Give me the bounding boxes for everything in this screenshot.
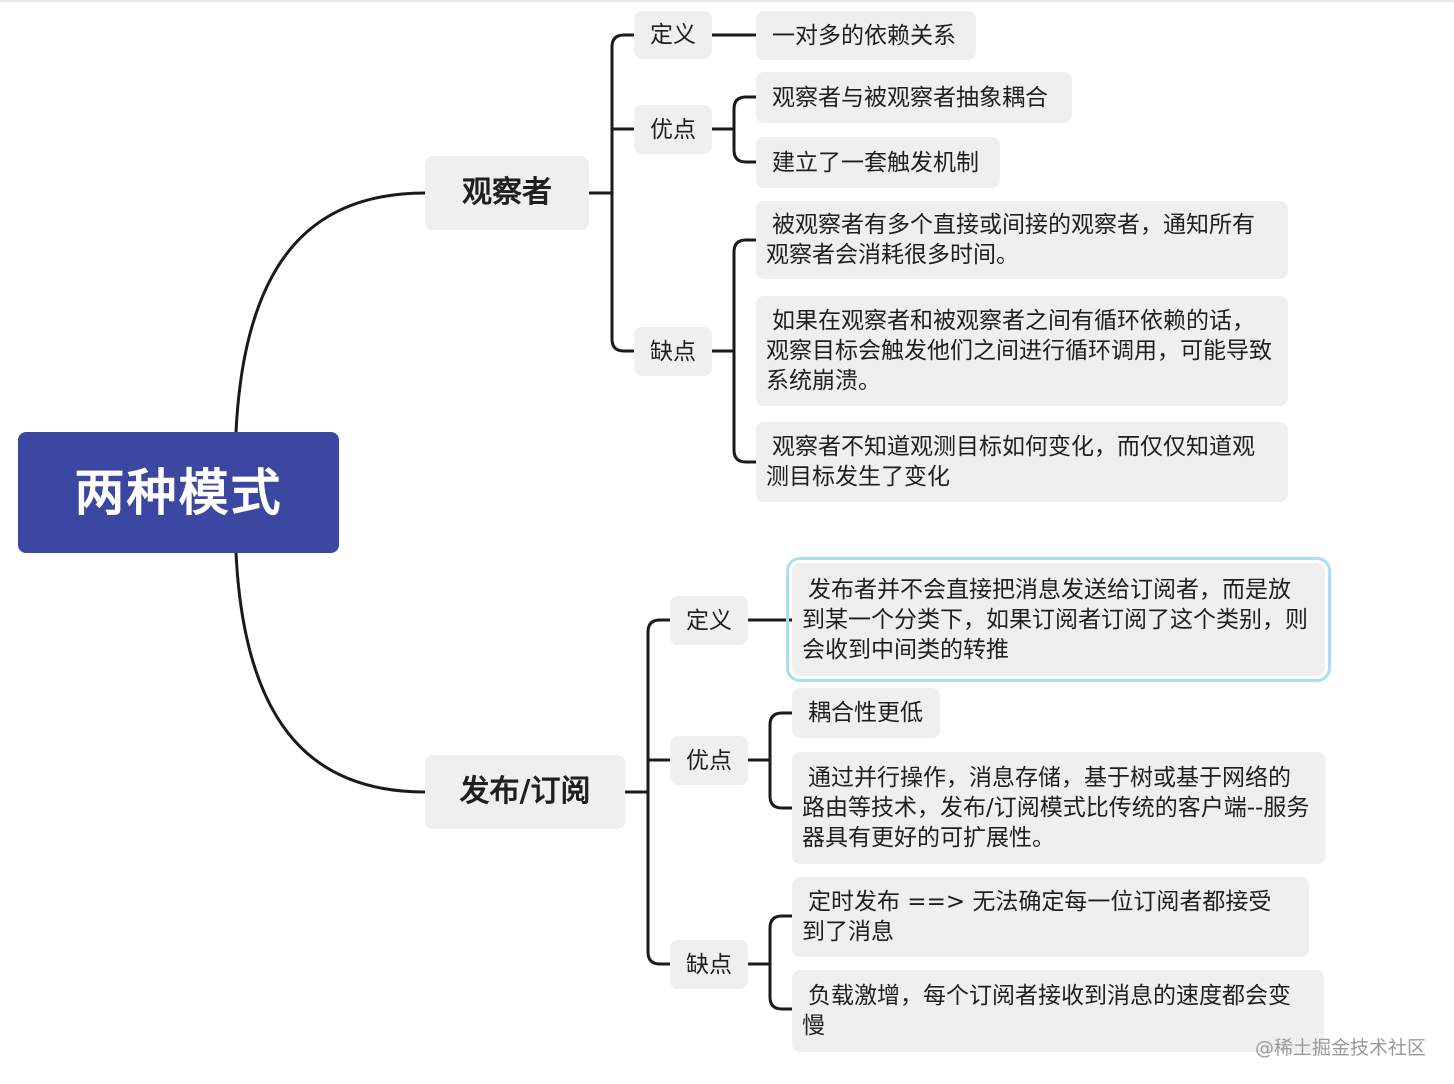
link-pub-pros-bracket (768, 711, 794, 810)
pubsub-definition-leaf[interactable]: 发布者并不会直接把消息发送给订阅者，而是放到某一个分类下，如果订阅者订阅了这个类… (786, 557, 1331, 682)
pubsub-cons-text-2: 负载激增，每个订阅者接收到消息的速度都会变慢 (802, 983, 1291, 1039)
pubsub-cons-label: 缺点 (686, 951, 732, 978)
observer-cons-leaf-1[interactable]: 被观察者有多个直接或间接的观察者，通知所有观察者会消耗很多时间。 (756, 201, 1288, 279)
observer-definition-node[interactable]: 定义 (634, 11, 712, 59)
observer-pros-text-2: 建立了一套触发机制 (772, 149, 979, 176)
observer-pros-text-1: 观察者与被观察者抽象耦合 (772, 84, 1048, 111)
observer-cons-leaf-3[interactable]: 观察者不知道观测目标如何变化，而仅仅知道观测目标发生了变化 (756, 422, 1288, 502)
pubsub-pros-text-2: 通过并行操作，消息存储，基于树或基于网络的路由等技术，发布/订阅模式比传统的客户… (802, 765, 1310, 851)
observer-cons-text-1: 被观察者有多个直接或间接的观察者，通知所有观察者会消耗很多时间。 (766, 212, 1255, 268)
observer-cons-text-3: 观察者不知道观测目标如何变化，而仅仅知道观测目标发生了变化 (766, 434, 1255, 490)
observer-cons-leaf-2[interactable]: 如果在观察者和被观察者之间有循环依赖的话，观察目标会触发他们之间进行循环调用，可… (756, 296, 1288, 406)
pubsub-cons-node[interactable]: 缺点 (670, 940, 748, 989)
link-pubsub-bracket (646, 618, 672, 966)
pubsub-pros-text-1: 耦合性更低 (808, 700, 923, 726)
pubsub-pros-label: 优点 (686, 747, 732, 774)
branch-observer-label: 观察者 (462, 175, 552, 210)
link-root-pubsub (234, 551, 427, 794)
link-observer-bracket (610, 33, 636, 353)
observer-pros-label: 优点 (650, 116, 696, 143)
observer-pros-leaf-2[interactable]: 建立了一套触发机制 (756, 137, 1000, 188)
link-obs-cons-bracket (732, 238, 758, 464)
pubsub-cons-text-1: 定时发布 ==> 无法确定每一位订阅者都接受到了消息 (802, 889, 1272, 945)
observer-cons-text-2: 如果在观察者和被观察者之间有循环依赖的话，观察目标会触发他们之间进行循环调用，可… (766, 308, 1272, 394)
observer-pros-leaf-1[interactable]: 观察者与被观察者抽象耦合 (756, 72, 1072, 123)
observer-definition-leaf[interactable]: 一对多的依赖关系 (756, 11, 976, 60)
branch-pubsub[interactable]: 发布/订阅 (425, 755, 625, 829)
observer-cons-node[interactable]: 缺点 (634, 327, 712, 376)
pubsub-pros-node[interactable]: 优点 (670, 736, 748, 785)
observer-pros-node[interactable]: 优点 (634, 105, 712, 154)
link-root-observer (234, 191, 427, 434)
pubsub-cons-leaf-2[interactable]: 负载激增，每个订阅者接收到消息的速度都会变慢 (792, 970, 1324, 1052)
pubsub-definition-text: 发布者并不会直接把消息发送给订阅者，而是放到某一个分类下，如果订阅者订阅了这个类… (802, 576, 1308, 663)
observer-definition-text: 一对多的依赖关系 (772, 22, 956, 49)
watermark: @稀土掘金技术社区 (1254, 1037, 1426, 1059)
branch-observer[interactable]: 观察者 (425, 156, 589, 230)
pubsub-pros-leaf-1[interactable]: 耦合性更低 (792, 688, 940, 738)
link-obs-pros-bracket (732, 95, 758, 164)
pubsub-definition-label: 定义 (686, 607, 732, 634)
top-border (0, 0, 1454, 2)
root-node[interactable]: 两种模式 (18, 432, 339, 553)
pubsub-cons-leaf-1[interactable]: 定时发布 ==> 无法确定每一位订阅者都接受到了消息 (792, 877, 1309, 957)
observer-definition-label: 定义 (650, 22, 696, 48)
branch-pubsub-label: 发布/订阅 (459, 774, 591, 809)
root-label: 两种模式 (74, 463, 283, 522)
pubsub-definition-node[interactable]: 定义 (670, 596, 748, 645)
link-pub-cons-bracket (768, 914, 794, 1011)
observer-cons-label: 缺点 (650, 338, 696, 365)
pubsub-pros-leaf-2[interactable]: 通过并行操作，消息存储，基于树或基于网络的路由等技术，发布/订阅模式比传统的客户… (792, 752, 1326, 864)
